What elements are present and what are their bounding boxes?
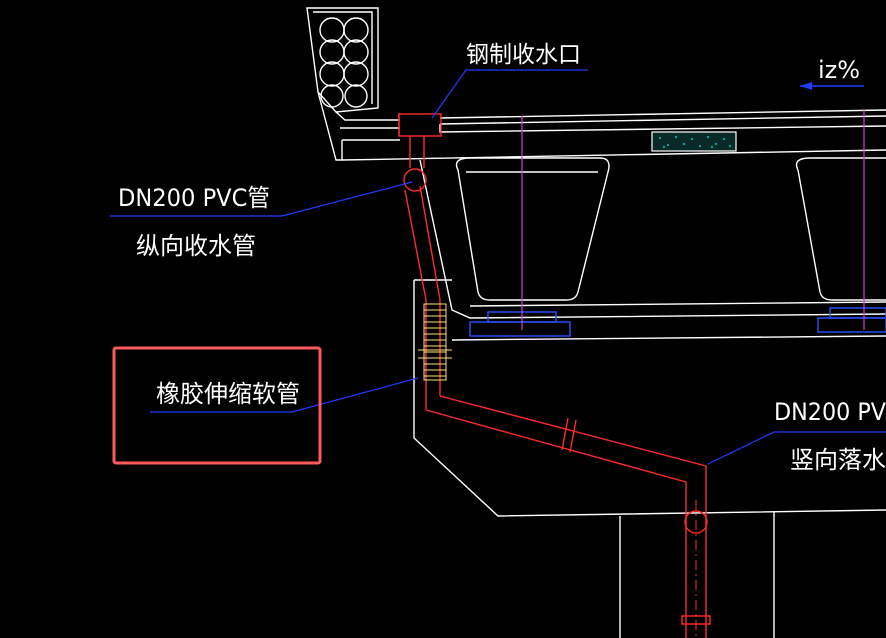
aggregate-patch — [651, 131, 737, 152]
label-steel-inlet: 钢制收水口 — [466, 42, 581, 68]
box-girder — [419, 157, 886, 319]
slope-arrow — [800, 82, 864, 90]
centerlines — [521, 110, 865, 330]
parapet — [306, 7, 400, 161]
label-rubber-hose: 橡胶伸缩软管 — [156, 380, 300, 408]
drain-pipe — [398, 113, 711, 638]
highlight-box — [112, 346, 322, 465]
deck-surface — [341, 109, 886, 161]
label-longitudinal-pipe: 纵向收水管 — [136, 232, 256, 260]
label-pvc-pipe: DN200 PVC管 — [118, 184, 270, 212]
label-pvc-truncated: DN200 PV — [774, 398, 886, 426]
pier-cap — [413, 279, 886, 638]
rubber-hose — [418, 303, 452, 381]
label-slope: iz% — [818, 56, 860, 84]
leader-lines — [110, 69, 886, 465]
label-vertical-pipe: 竖向落水管 — [790, 446, 886, 474]
